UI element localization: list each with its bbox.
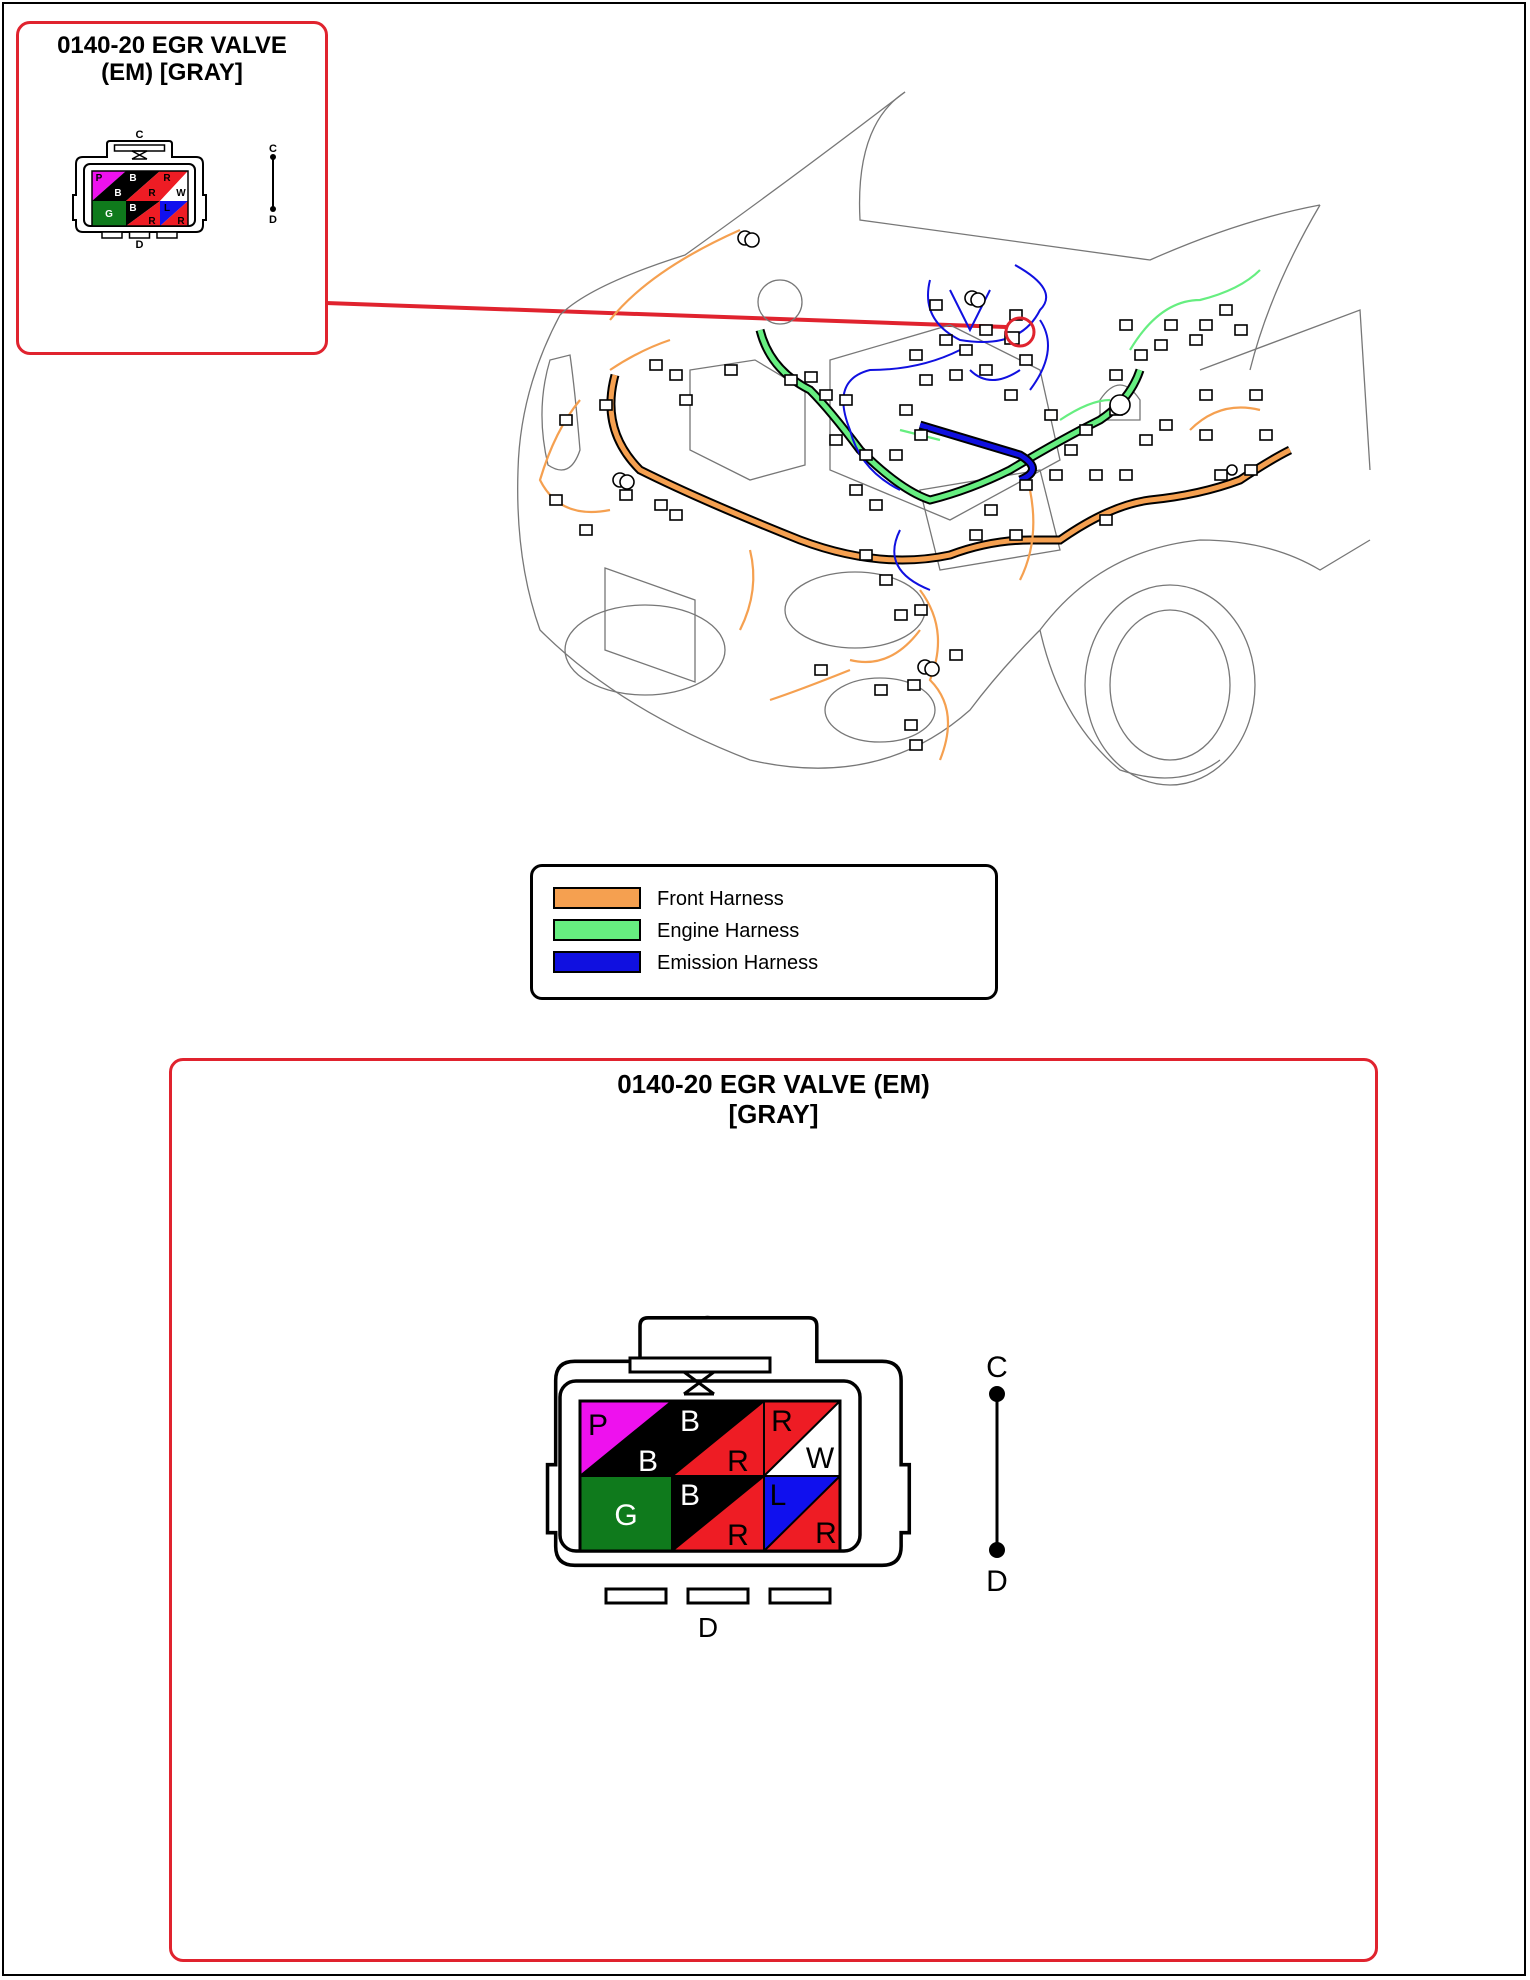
connector-face-small: C D P B B R R — [72, 129, 277, 251]
connector-detail-large: 0140-20 EGR VALVE (EM) [GRAY] C D P B B … — [169, 1058, 1378, 1962]
emission-harness-swatch — [553, 951, 641, 973]
engine-harness-swatch — [553, 919, 641, 941]
detail-title-line1: 0140-20 EGR VALVE (EM) — [617, 1069, 930, 1099]
connector-face-large: C D P B B R R W G B R — [545, 1311, 1008, 1643]
legend-label-engine: Engine Harness — [657, 920, 800, 942]
pin-r1c1-upper-small: P — [96, 173, 103, 184]
pin-r2c3-upper: L — [770, 1479, 787, 1512]
pin-r1c1-upper: P — [588, 1409, 608, 1442]
vehicle-engine-bay-drawing — [517, 91, 1371, 786]
pin-r2c3-lower: R — [815, 1517, 837, 1550]
schematic-c-label: C — [986, 1351, 1008, 1384]
schematic-c-label-small: C — [269, 143, 277, 155]
pin-r2c2-lower: R — [727, 1519, 749, 1552]
pin-r1c2-upper-small: B — [129, 173, 136, 184]
terminal-top-label-small: C — [136, 129, 144, 141]
pin-r2c3-upper-small: L — [164, 203, 170, 214]
pin-r1c2-lower-small: R — [148, 188, 156, 199]
pin-r1c1-lower: B — [638, 1445, 658, 1478]
pin-r2c2-upper: B — [680, 1479, 700, 1512]
legend-label-front: Front Harness — [657, 888, 784, 910]
front-harness-swatch — [553, 887, 641, 909]
detail-title-line2: [GRAY] — [728, 1099, 819, 1129]
schematic-d-label: D — [986, 1565, 1008, 1598]
pin-r1c3-upper: R — [771, 1405, 793, 1438]
harness-legend: Front Harness Engine Harness Emission Ha… — [530, 864, 998, 1000]
pin-r1c1-lower-small: B — [114, 188, 121, 199]
pin-r1c2-upper: B — [680, 1405, 700, 1438]
callout-title-line2: (EM) [GRAY] — [101, 59, 243, 86]
terminal-bottom-label-small: D — [136, 239, 144, 251]
connector-callout-small: 0140-20 EGR VALVE (EM) [GRAY] C D — [16, 21, 328, 355]
pin-r1c3-upper-small: R — [163, 173, 171, 184]
schematic-d-label-small: D — [269, 214, 277, 226]
pin-r1c3-lower: W — [806, 1442, 835, 1475]
pin-r2c3-lower-small: R — [177, 216, 185, 227]
pin-r2c2-upper-small: B — [129, 203, 136, 214]
legend-label-emission: Emission Harness — [657, 952, 819, 974]
pin-r2c1-upper-small: G — [105, 209, 113, 220]
callout-title-line1: 0140-20 EGR VALVE — [57, 32, 287, 59]
pin-r2c1-upper: G — [614, 1499, 637, 1532]
pin-r2c2-lower-small: R — [148, 216, 156, 227]
pin-r1c3-lower-small: W — [176, 188, 186, 199]
pin-r1c2-lower: R — [727, 1445, 749, 1478]
terminal-bottom-label: D — [698, 1612, 718, 1643]
